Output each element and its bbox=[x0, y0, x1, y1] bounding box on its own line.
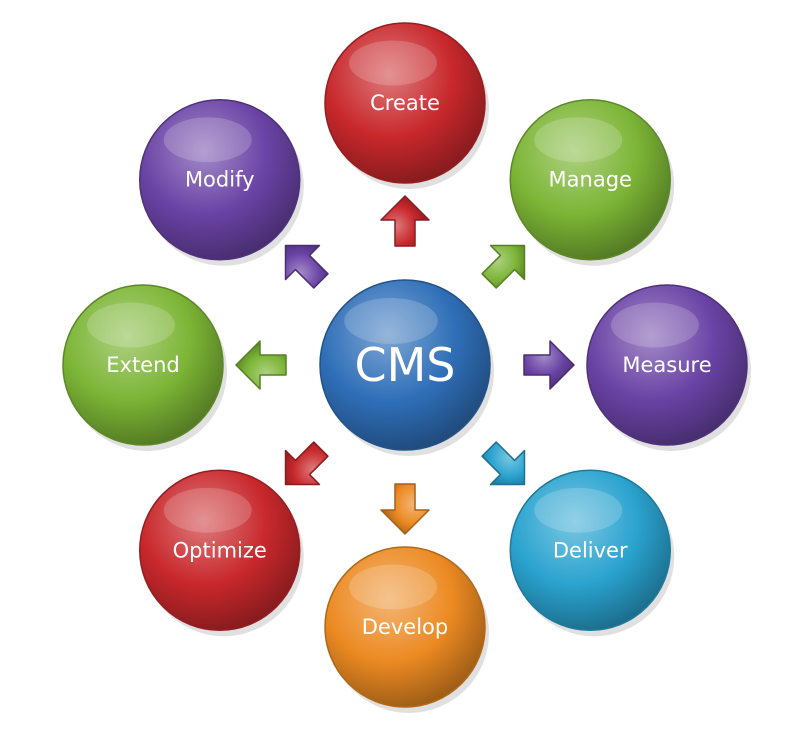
node-circle bbox=[324, 546, 486, 708]
node-label: Optimize bbox=[173, 538, 267, 562]
node-circle bbox=[509, 98, 672, 261]
node-gloss bbox=[87, 302, 175, 348]
node-gloss bbox=[349, 40, 437, 86]
node-circle bbox=[138, 469, 301, 632]
node-gloss bbox=[349, 564, 437, 610]
node-gloss bbox=[163, 487, 252, 533]
node-circle bbox=[62, 284, 224, 446]
node-label: Create bbox=[370, 91, 440, 115]
node-label: Extend bbox=[106, 353, 180, 377]
node-circle bbox=[586, 284, 748, 446]
center-label: CMS bbox=[354, 338, 455, 392]
node-label: Manage bbox=[549, 168, 632, 192]
arrow-create-icon bbox=[380, 195, 430, 247]
node-optimize[interactable]: Optimize bbox=[138, 469, 304, 637]
center-node: CMS bbox=[319, 279, 494, 456]
node-modify[interactable]: Modify bbox=[138, 98, 304, 266]
node-label: Deliver bbox=[553, 538, 628, 562]
node-develop[interactable]: Develop bbox=[324, 546, 489, 713]
center-circle bbox=[319, 279, 491, 451]
node-extend[interactable]: Extend bbox=[62, 284, 227, 451]
node-circle bbox=[509, 469, 672, 632]
node-deliver[interactable]: Deliver bbox=[509, 469, 675, 637]
node-label: Measure bbox=[622, 353, 711, 377]
arrow-measure-icon bbox=[523, 340, 575, 390]
node-manage[interactable]: Manage bbox=[509, 98, 675, 266]
arrow-manage-icon bbox=[481, 244, 526, 289]
node-circle bbox=[324, 22, 486, 184]
arrow-optimize-icon bbox=[284, 441, 329, 486]
node-label: Develop bbox=[362, 615, 448, 639]
node-gloss bbox=[611, 302, 699, 348]
node-gloss bbox=[534, 487, 623, 533]
center-gloss bbox=[344, 298, 438, 344]
arrow-deliver-icon bbox=[481, 441, 526, 486]
node-gloss bbox=[534, 117, 623, 163]
node-measure[interactable]: Measure bbox=[586, 284, 751, 451]
node-create[interactable]: Create bbox=[324, 22, 489, 189]
arrows bbox=[235, 195, 575, 535]
node-label: Modify bbox=[185, 168, 255, 192]
arrow-extend-icon bbox=[235, 340, 287, 390]
arrow-modify-icon bbox=[284, 244, 329, 289]
cms-hub[interactable]: CMS bbox=[319, 279, 494, 456]
arrow-develop-icon bbox=[380, 483, 430, 535]
node-gloss bbox=[163, 117, 252, 163]
node-circle bbox=[138, 98, 301, 261]
